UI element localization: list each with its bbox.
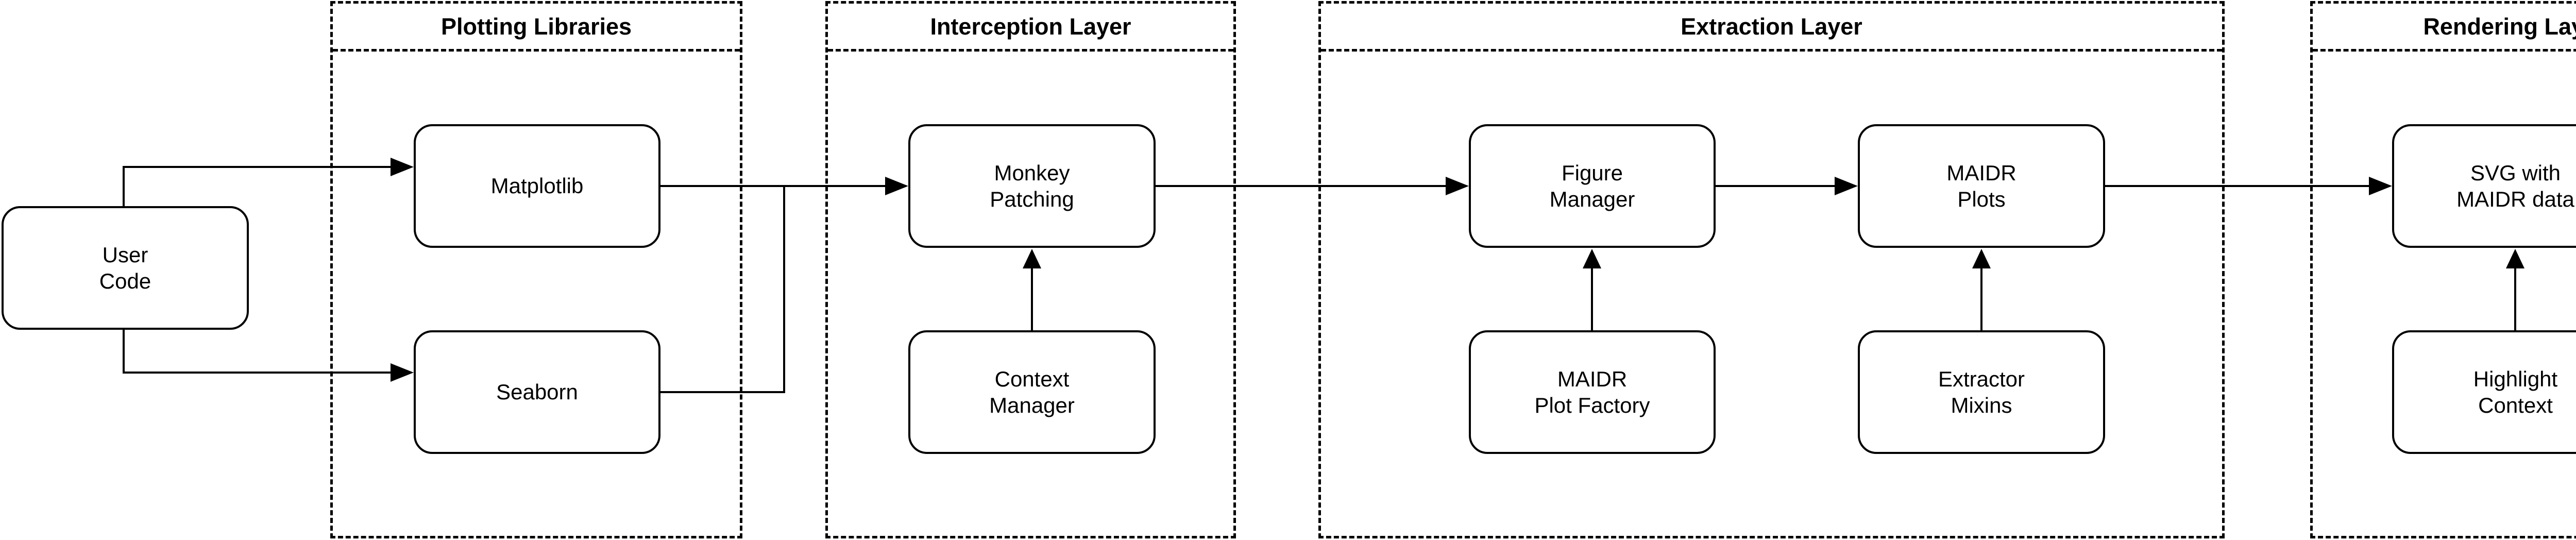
- node-context-manager: Context Manager: [908, 330, 1156, 454]
- container-title-separator: [828, 49, 1233, 52]
- node-label: Seaborn: [496, 380, 578, 404]
- container-interception-layer: Interception Layer: [825, 1, 1236, 538]
- edge-usercode-seaborn-horizontal: [123, 372, 392, 374]
- edge-usercode-matplotlib-vertical: [123, 166, 125, 208]
- node-label: Figure Manager: [1549, 160, 1635, 211]
- container-title-plotting-libraries: Plotting Libraries: [440, 13, 632, 40]
- edge-monkeypatching-arrowhead-icon: [885, 177, 908, 195]
- edge-merge-vertical: [783, 185, 785, 393]
- node-label: Highlight Context: [2473, 366, 2558, 417]
- edge-figuremanager-arrowhead-icon: [1446, 177, 1469, 195]
- container-title-separator: [1321, 49, 2222, 52]
- edge-usercode-matplotlib-horizontal: [123, 166, 392, 168]
- edge-monkeypatching-figuremanager-horizontal: [1156, 185, 1447, 187]
- node-label: Matplotlib: [490, 174, 584, 198]
- edge-monkeypatching-up-arrowhead-icon: [1023, 249, 1041, 268]
- node-svg-with-maidr-data: SVG with MAIDR data: [2392, 124, 2576, 248]
- edge-contextmanager-monkeypatching-vertical: [1031, 266, 1033, 330]
- edge-extractormixins-maidrplots-vertical: [1980, 266, 1982, 330]
- node-label: SVG with MAIDR data: [2456, 160, 2574, 211]
- edge-figuremanager-maidrplots-horizontal: [1716, 185, 1836, 187]
- node-label: Context Manager: [989, 366, 1075, 417]
- edge-seaborn-merge-horizontal: [660, 391, 785, 393]
- edge-usercode-seaborn-vertical: [123, 329, 125, 374]
- edge-plotfactory-figuremanager-vertical: [1591, 266, 1593, 330]
- node-figure-manager: Figure Manager: [1469, 124, 1716, 248]
- container-rendering-layer: Rendering Layer: [2310, 1, 2576, 538]
- container-title-separator: [2313, 49, 2576, 52]
- node-label: User Code: [99, 242, 151, 293]
- node-highlight-context: Highlight Context: [2392, 330, 2576, 454]
- edge-usercode-seaborn-arrowhead-icon: [391, 363, 414, 382]
- node-maidr-plots: MAIDR Plots: [1858, 124, 2105, 248]
- edge-maidrplots-arrowhead-icon: [1835, 177, 1858, 195]
- edge-highlightcontext-svg-vertical: [2514, 266, 2516, 330]
- node-seaborn: Seaborn: [414, 330, 660, 454]
- node-label: MAIDR Plot Factory: [1534, 366, 1650, 417]
- edge-maidrplots-svg-horizontal: [2105, 185, 2370, 187]
- node-monkey-patching: Monkey Patching: [908, 124, 1156, 248]
- edge-matplotlib-monkeypatching-horizontal: [660, 185, 887, 187]
- container-title-rendering-layer: Rendering Layer: [2423, 13, 2576, 40]
- container-title-separator: [333, 49, 740, 52]
- edge-figuremanager-up-arrowhead-icon: [1583, 249, 1601, 268]
- container-title-interception-layer: Interception Layer: [930, 13, 1131, 40]
- container-extraction-layer: Extraction Layer: [1318, 1, 2225, 538]
- node-label: MAIDR Plots: [1946, 160, 2016, 211]
- edge-usercode-matplotlib-arrowhead-icon: [391, 158, 414, 176]
- node-label: Extractor Mixins: [1938, 366, 2025, 417]
- node-extractor-mixins: Extractor Mixins: [1858, 330, 2105, 454]
- container-plotting-libraries: Plotting Libraries: [330, 1, 742, 538]
- node-maidr-plot-factory: MAIDR Plot Factory: [1469, 330, 1716, 454]
- edge-svg-arrowhead-icon: [2369, 177, 2392, 195]
- node-user-code: User Code: [2, 206, 249, 330]
- edge-maidrplots-up-arrowhead-icon: [1972, 249, 1991, 268]
- edge-svg-up-arrowhead-icon: [2506, 249, 2524, 268]
- node-matplotlib: Matplotlib: [414, 124, 660, 248]
- container-title-extraction-layer: Extraction Layer: [1681, 13, 1862, 40]
- node-label: Monkey Patching: [990, 160, 1074, 211]
